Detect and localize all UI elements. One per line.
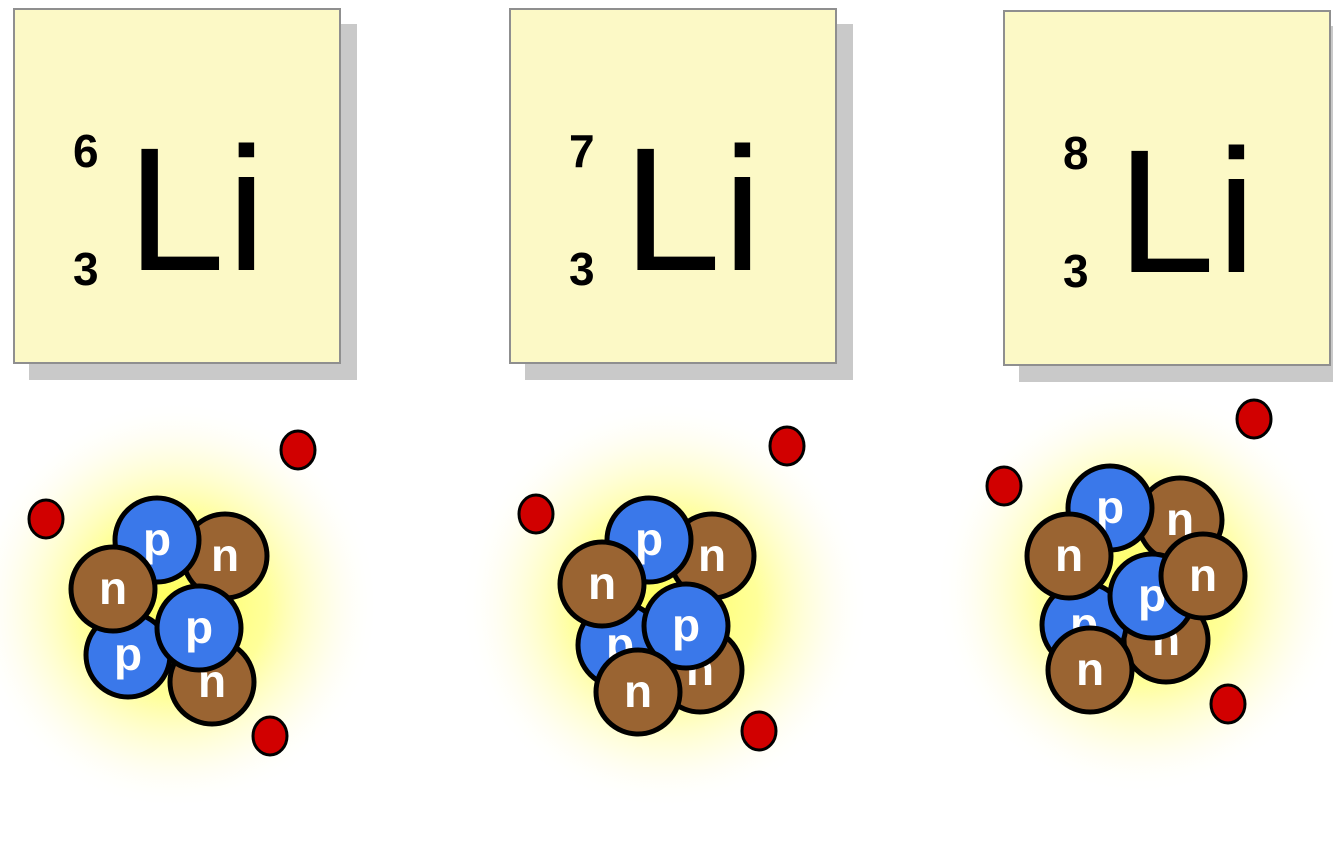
electron (740, 710, 778, 752)
neutron-sphere (557, 539, 647, 629)
isotope-card-li6: 6 3 Li (13, 8, 341, 364)
proton-label: p (672, 599, 700, 651)
neutron-label: n (99, 562, 127, 614)
neutron-sphere (68, 544, 158, 634)
isotope-card-li8: 8 3 Li (1003, 10, 1331, 366)
electron (279, 429, 317, 471)
electron (985, 465, 1023, 507)
proton-sphere (641, 581, 731, 671)
atomic-number: 3 (1063, 245, 1089, 297)
proton: p (154, 583, 244, 673)
neutron-label: n (624, 665, 652, 717)
electron (1235, 398, 1273, 440)
proton-label: p (143, 513, 171, 565)
electron-cloud (985, 398, 1273, 725)
neutron-label: n (1055, 529, 1083, 581)
neutron-label: n (1189, 549, 1217, 601)
proton-label: p (1096, 481, 1124, 533)
proton: p (641, 581, 731, 671)
neutron: n (557, 539, 647, 629)
electron (1209, 683, 1247, 725)
mass-number: 6 (73, 125, 99, 177)
neutron: n (68, 544, 158, 634)
neutron: n (593, 647, 683, 737)
electron (517, 493, 555, 535)
element-symbol: Li (623, 112, 764, 308)
neutron: n (1158, 531, 1248, 621)
atomic-number: 3 (569, 243, 595, 295)
electron-cloud (27, 429, 317, 757)
neutron-sphere (1045, 625, 1135, 715)
proton-label: p (114, 628, 142, 680)
electron-cloud (517, 425, 806, 752)
electron (768, 425, 806, 467)
neutron: n (1045, 625, 1135, 715)
neutron-label: n (1076, 643, 1104, 695)
neutron-label: n (588, 557, 616, 609)
proton-label: p (635, 513, 663, 565)
electron (27, 498, 65, 540)
neutron-sphere (1158, 531, 1248, 621)
electron (251, 715, 289, 757)
neutron-sphere (593, 647, 683, 737)
element-symbol: Li (1117, 114, 1258, 310)
proton: p (83, 610, 173, 700)
atomic-number: 3 (73, 243, 99, 295)
mass-number: 7 (569, 125, 595, 177)
mass-number: 8 (1063, 127, 1089, 179)
isotope-card-li7: 7 3 Li (509, 8, 837, 364)
neutron-label: n (211, 529, 239, 581)
element-symbol: Li (127, 112, 268, 308)
proton-label: p (185, 601, 213, 653)
neutron: n (1024, 511, 1114, 601)
neutron-label: n (698, 529, 726, 581)
neutron-sphere (1024, 511, 1114, 601)
proton-sphere (154, 583, 244, 673)
